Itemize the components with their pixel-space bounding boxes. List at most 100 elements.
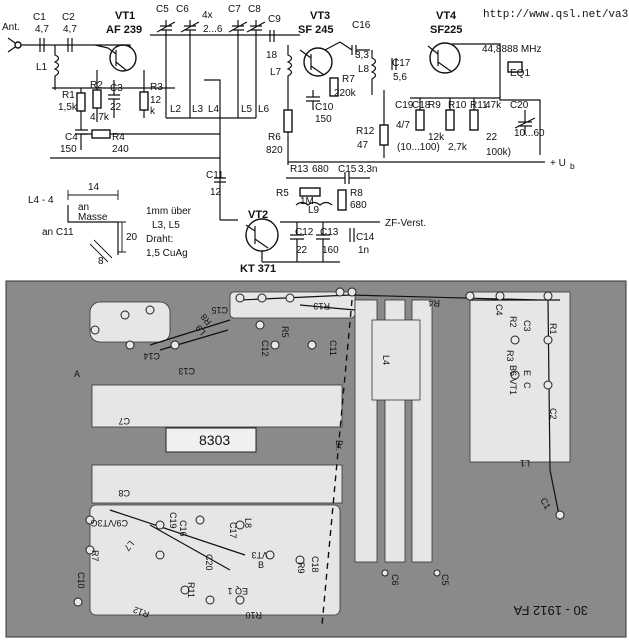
c3-label: C3 [110,83,123,94]
pcb-c12: C12 [260,340,270,357]
pcb-footer-code: 30 - 1912 FA [513,603,588,618]
r6-value: 820 [266,145,283,156]
pcb-right-track [469,291,571,463]
r3-value: 12 [150,95,162,106]
coil-dimension-drawing [67,190,126,263]
r12-label: R12 [356,126,375,137]
pcb-pads [73,287,565,607]
r7-value: 220k [334,88,357,99]
coil-dim-14: 14 [88,182,100,193]
c4-value: 150 [60,144,77,155]
pcb-c7: C7 [118,416,130,426]
pcb-a: A [74,369,80,379]
pcb-strip-1 [354,299,378,563]
c17-label: C17 [392,58,411,69]
vt2-symbol [245,218,279,252]
pcb-c8: C8 [118,488,130,498]
c16-value: 3,3 [355,50,369,61]
pcb-c10: C10 [76,572,86,589]
vt4-name: VT4 [436,10,457,22]
pcb-c14: C14 [143,351,160,361]
pcb-l9: L9 [193,323,207,337]
pcb-layout: 8303 [5,280,627,638]
pcb-c7-plate [91,384,343,428]
pcb-c4: C4 [494,304,504,316]
c10-value: 150 [315,114,332,125]
vt3-type: SF 245 [298,24,333,36]
coil-note-text-4: 1,5 CuAg [146,248,188,259]
c14-label: C14 [356,232,375,243]
pcb-c6: C6 [390,574,400,586]
r13-value: 680 [312,164,329,175]
r5-value: 1M [300,196,314,207]
c13-value: 160 [322,245,339,256]
pcb-r11: R11 [186,582,196,598]
pcb-vt1-c: C [522,382,532,389]
r3-label: R3 [150,82,163,93]
c2-label: C2 [62,12,75,23]
c6-label: C6 [176,4,189,15]
r11-range: 100k) [486,147,511,158]
c3-value: 22 [110,102,122,113]
c7-label: C7 [228,4,241,15]
coil-note-text-1: 1mm über [146,206,192,217]
c20-label: C20 [510,100,529,111]
c19-label: C19 [395,100,414,111]
coil-note-an-c11: an C11 [42,227,74,238]
l1-label: L1 [36,62,48,73]
r11-value: 47k [485,100,502,111]
c1-label: C1 [33,12,46,23]
vt3-symbol [303,47,333,77]
c12-value: 22 [296,245,308,256]
l6-label: L6 [258,104,270,115]
pcb-r9: R9 [296,562,306,574]
pcb-c8-plate [91,464,343,504]
c13-label: C13 [320,227,339,238]
l9-label: L9 [308,205,320,216]
coil-note-masse: Masse [78,212,108,223]
pcb-l1: L1 [520,458,530,468]
c9-label: C9 [268,14,281,25]
pcb-c19: C19 [168,512,178,529]
eq1-label: EQ1 [510,68,530,79]
c14-value: 1n [358,245,369,256]
r1-label: R1 [62,90,75,101]
source-url: http://www.qsl.net/va3iul [483,9,629,21]
pcb-c2: C2 [548,408,558,420]
pcb-l8: L8 [243,518,253,528]
r1-value: 1,5k [58,102,78,113]
r4-label: R4 [112,132,125,143]
pcb-track-a [89,301,171,343]
coil-note-text-3: Draht: [146,234,173,245]
pcb-c1: C1 [538,496,552,511]
l2-label: L2 [170,104,182,115]
vt3-name: VT3 [310,10,330,22]
r5-label: R5 [276,188,289,199]
zf-label: ZF-Verst. [385,218,426,229]
vt1-type: AF 239 [106,24,142,36]
supply-label: + U [550,158,566,169]
r12-value: 47 [357,140,369,151]
pcb-c13: C13 [178,366,195,376]
pcb-c9-vt3: C9/VT3G [90,518,128,528]
pcb-br: Br. [334,440,344,451]
vt4-type: SF225 [430,24,462,36]
l5-label: L5 [241,104,253,115]
r8-value: 680 [350,200,367,211]
coil-dim-20: 20 [126,232,138,243]
l4-label: L4 [208,104,220,115]
pcb-c15: C15 [211,305,228,315]
c9-value: 18 [266,50,278,61]
pcb-c3: C3 [522,320,532,332]
c10-label: C10 [315,102,334,113]
r8-label: R8 [350,188,363,199]
r11-label: R11 [470,100,488,111]
c4-label: C4 [65,132,78,143]
pcb-lower-track [89,504,341,616]
pcb-l7: L7 [122,539,136,553]
pcb-r1: R1 [548,323,558,335]
pcb-c5: C5 [440,574,450,586]
c18-range: (10...100) [397,142,440,153]
